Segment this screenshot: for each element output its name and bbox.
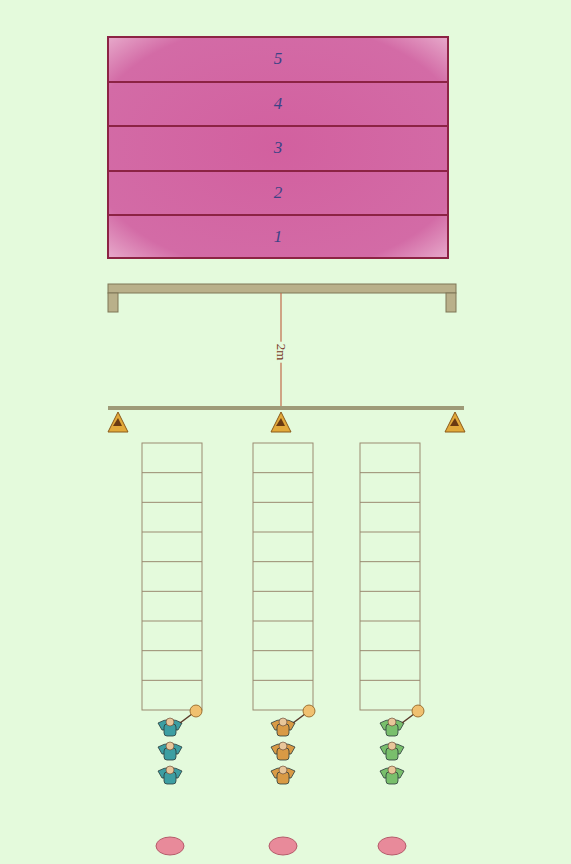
- floor-spot: [156, 837, 184, 855]
- zone-number: 1: [274, 228, 283, 247]
- zone-number: 2: [274, 184, 283, 203]
- zone-band: 5: [108, 37, 448, 81]
- floor-spot: [269, 837, 297, 855]
- zone-band: 4: [108, 81, 448, 125]
- cone: [108, 412, 128, 432]
- ladder: [360, 443, 420, 710]
- player: [380, 766, 404, 784]
- distance-label: 2m: [272, 342, 290, 363]
- zone-number: 5: [274, 50, 283, 69]
- agility-ladders: [142, 443, 420, 710]
- player: [158, 705, 202, 736]
- zone-band: 2: [108, 170, 448, 214]
- zone-band: 1: [108, 214, 448, 258]
- bench-bracket: [108, 284, 456, 312]
- player: [158, 742, 182, 760]
- floor-spot: [378, 837, 406, 855]
- player: [271, 766, 295, 784]
- player: [271, 705, 315, 736]
- player: [271, 742, 295, 760]
- players: [158, 705, 424, 784]
- zone-band: 3: [108, 125, 448, 170]
- target-area: [108, 37, 448, 258]
- player: [380, 742, 404, 760]
- ladder: [253, 443, 313, 710]
- player: [380, 705, 424, 736]
- cone: [271, 412, 291, 432]
- ladder: [142, 443, 202, 710]
- zone-number: 3: [274, 139, 283, 158]
- player: [158, 766, 182, 784]
- cones: [108, 412, 465, 432]
- zone-number: 4: [274, 95, 283, 114]
- floor-spots: [156, 837, 406, 855]
- cone: [445, 412, 465, 432]
- start-line: [108, 406, 464, 410]
